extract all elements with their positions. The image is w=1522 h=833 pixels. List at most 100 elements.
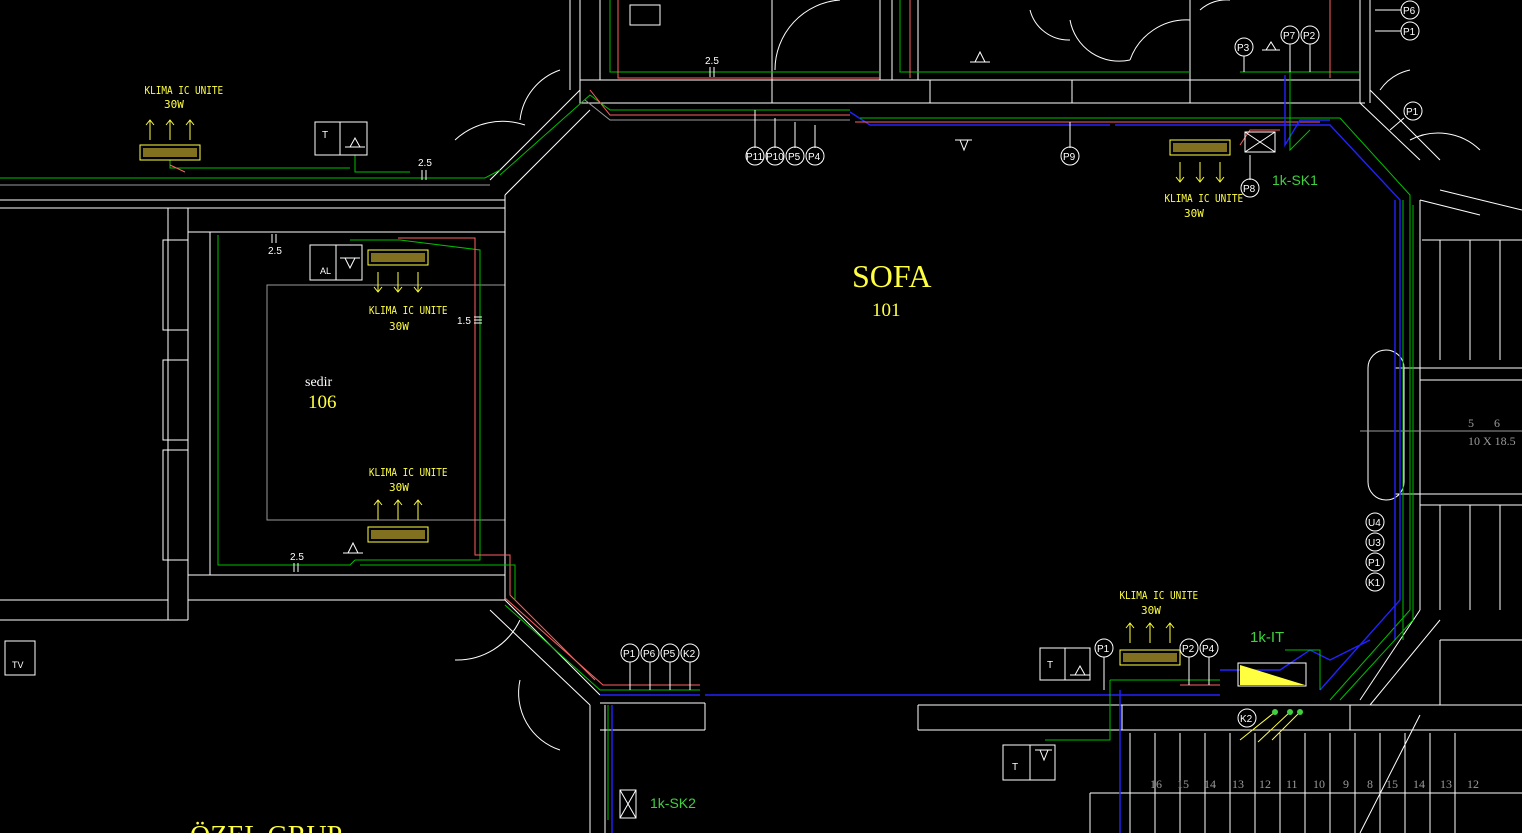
panel-sk2: 1k-SK2 (619, 789, 696, 819)
svg-text:TV: TV (12, 660, 24, 670)
svg-text:1k-IT: 1k-IT (1250, 629, 1284, 646)
room-number-sedir: 106 (308, 392, 337, 413)
ac-labels: KLIMA IC UNITE 30W KLIMA IC UNITE 30W KL… (145, 85, 1244, 617)
svg-text:30W: 30W (164, 98, 184, 111)
thermostat-symbol-bottom: T (1002, 744, 1056, 781)
svg-text:10 X 18.5: 10 X 18.5 (1468, 434, 1516, 448)
room-name-sofa: SOFA (852, 258, 931, 294)
svg-text:2.5: 2.5 (290, 552, 304, 563)
svg-text:KLIMA IC UNITE: KLIMA IC UNITE (369, 305, 448, 317)
svg-text:P2: P2 (1182, 644, 1195, 655)
svg-text:P6: P6 (1403, 6, 1416, 17)
svg-text:30W: 30W (389, 481, 409, 494)
svg-text:P5: P5 (788, 152, 801, 163)
svg-text:U3: U3 (1368, 538, 1381, 549)
room-name-ozel: ÖZEL GRUP (190, 821, 342, 833)
svg-text:13: 13 (1232, 777, 1244, 791)
svg-text:P4: P4 (1202, 644, 1215, 655)
svg-text:30W: 30W (1184, 207, 1204, 220)
ac-unit-bottom-right (1119, 622, 1181, 666)
svg-text:12: 12 (1259, 777, 1271, 791)
alarm-symbol-sedir: AL (309, 244, 363, 281)
cable-size-labels: 2.5 2.5 2.5 1.5 2.5 (268, 56, 719, 572)
svg-text:1k-SK2: 1k-SK2 (650, 795, 696, 811)
svg-text:14: 14 (1413, 777, 1425, 791)
svg-text:K2: K2 (1240, 714, 1253, 725)
svg-text:P7: P7 (1283, 31, 1296, 42)
svg-text:P5: P5 (663, 649, 676, 660)
panel-sk1: 1k-SK1 (1244, 131, 1318, 188)
svg-text:8: 8 (1367, 777, 1373, 791)
tv-symbol: TV (4, 640, 36, 676)
svg-text:P2: P2 (1303, 31, 1316, 42)
svg-text:P1: P1 (1406, 107, 1419, 118)
tag-group-bottom-right-pair: P2 P4 (1179, 638, 1219, 685)
ac-unit-top-right (1169, 139, 1231, 183)
socket-symbol-sedir (343, 541, 363, 554)
svg-text:5: 5 (1468, 416, 1474, 430)
svg-text:T: T (1012, 762, 1018, 773)
svg-text:P3: P3 (1237, 43, 1250, 54)
room-labels: SOFA 101 sedir 106 ÖZEL GRUP (190, 258, 931, 833)
svg-text:AL: AL (320, 266, 331, 276)
ac-unit-top-left (139, 119, 201, 161)
svg-text:11: 11 (1286, 777, 1298, 791)
svg-text:P8: P8 (1243, 184, 1256, 195)
svg-text:1.5: 1.5 (457, 316, 471, 327)
svg-text:P1: P1 (1403, 27, 1416, 38)
panel-it: 1k-IT (1237, 629, 1307, 743)
svg-text:9: 9 (1343, 777, 1349, 791)
ac-unit-sedir-top (367, 249, 429, 293)
svg-text:6: 6 (1494, 416, 1500, 430)
svg-text:P1: P1 (1097, 644, 1110, 655)
svg-text:KLIMA IC UNITE: KLIMA IC UNITE (369, 467, 448, 479)
room-number-sofa: 101 (872, 300, 901, 321)
svg-text:30W: 30W (389, 320, 409, 333)
svg-text:T: T (1047, 660, 1053, 671)
svg-text:10: 10 (1313, 777, 1325, 791)
svg-text:KLIMA IC UNITE: KLIMA IC UNITE (1119, 590, 1198, 602)
svg-text:13: 13 (1440, 777, 1452, 791)
svg-text:14: 14 (1204, 777, 1216, 791)
svg-text:U4: U4 (1368, 518, 1381, 529)
svg-text:KLIMA IC UNITE: KLIMA IC UNITE (1165, 193, 1244, 205)
svg-text:2.5: 2.5 (705, 56, 719, 67)
svg-text:K1: K1 (1368, 578, 1381, 589)
svg-text:P11: P11 (746, 152, 763, 163)
circle-tags: P11 P10 P5 P4 P9 P8 P3 P7 P2 P6 P1 (620, 0, 1423, 728)
tag-group-top-right: P3 P7 P2 (1234, 25, 1320, 72)
svg-text:2.5: 2.5 (268, 246, 282, 257)
svg-text:P6: P6 (643, 649, 656, 660)
socket-symbols-top (629, 4, 1280, 152)
tag-p8: P8 (1240, 155, 1260, 198)
tag-group-bottom-left: P1 P6 P5 K2 (620, 643, 700, 690)
tag-group-far-right-top: P6 P1 (1375, 0, 1420, 41)
svg-text:T: T (322, 130, 328, 141)
svg-text:1k-SK1: 1k-SK1 (1272, 172, 1318, 188)
svg-text:15: 15 (1177, 777, 1189, 791)
svg-text:P1: P1 (623, 649, 636, 660)
svg-text:15: 15 (1386, 777, 1398, 791)
tag-group-top-center: P11 P10 P5 P4 (745, 110, 825, 166)
wiring (0, 0, 1414, 833)
svg-text:P1: P1 (1368, 558, 1381, 569)
svg-text:P9: P9 (1063, 152, 1076, 163)
tag-corner-p1: P1 (1389, 101, 1423, 131)
tag-group-stair-right: U4 U3 P1 K1 (1365, 512, 1385, 592)
svg-text:P4: P4 (808, 152, 821, 163)
stair-labels: 5 6 10 X 18.5 16 15 14 13 12 11 10 9 8 1… (1150, 416, 1516, 791)
svg-text:16: 16 (1150, 777, 1162, 791)
thermostat-symbol-bottom-right: T (1039, 647, 1091, 681)
svg-text:K2: K2 (683, 649, 696, 660)
tag-p9: P9 (1060, 122, 1080, 166)
room-name-sedir: sedir (305, 375, 333, 390)
svg-text:P10: P10 (766, 152, 784, 163)
ac-unit-sedir-bottom (367, 499, 429, 543)
thermostat-symbol-top-left: T (314, 121, 368, 156)
svg-text:KLIMA IC UNITE: KLIMA IC UNITE (145, 85, 224, 97)
svg-text:30W: 30W (1141, 604, 1161, 617)
svg-text:2.5: 2.5 (418, 158, 432, 169)
svg-text:12: 12 (1467, 777, 1479, 791)
